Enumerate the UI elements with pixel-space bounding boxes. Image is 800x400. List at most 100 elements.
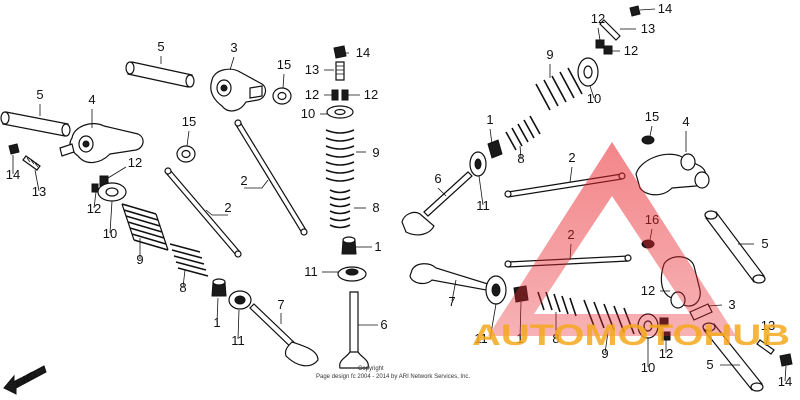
callout-13: 13 [32, 184, 46, 199]
callout-12: 12 [305, 87, 319, 102]
callout-12: 12 [659, 346, 673, 361]
callout-9: 9 [372, 145, 379, 160]
adjust-nut-14-left [8, 143, 20, 155]
callout-14: 14 [658, 1, 672, 16]
callout-14: 14 [778, 374, 792, 389]
callout-6: 6 [434, 171, 441, 186]
adjust-nut-14-center [333, 45, 347, 59]
callout-7: 7 [277, 297, 284, 312]
callout-12: 12 [591, 11, 605, 26]
callout-10: 10 [301, 106, 315, 121]
callout-11: 11 [231, 333, 245, 348]
valve-spring-8-left [169, 243, 209, 277]
callout-13: 13 [761, 318, 775, 333]
keeper-12-center [331, 89, 349, 101]
callout-4: 4 [682, 114, 689, 129]
callout-10: 10 [103, 226, 117, 241]
callout-1: 1 [486, 112, 493, 127]
callout-5: 5 [761, 236, 768, 251]
valve-spring-8-center [329, 189, 351, 229]
callout-4: 4 [88, 92, 95, 107]
valve-7-left [249, 303, 319, 367]
adjust-nut-14-right-bottom [779, 353, 793, 367]
stem-seal-1-right-top [487, 139, 503, 159]
rocker-shaft-top-left [125, 61, 195, 88]
callout-10: 10 [587, 91, 601, 106]
rocker-arm-3-left [210, 68, 267, 112]
callout-12: 12 [128, 155, 142, 170]
copyright-line2: Page design fc 2004 - 2014 by ARI Networ… [316, 374, 470, 380]
retainer-10-left [97, 182, 127, 202]
callout-1: 1 [213, 315, 220, 330]
watermark-triangle-logo [488, 142, 736, 336]
callout-8: 8 [552, 331, 559, 346]
retainer-10-center [326, 105, 354, 119]
callout-2: 2 [568, 150, 575, 165]
spring-seat-11-left [228, 290, 252, 310]
callout-5: 5 [157, 39, 164, 54]
pushrod-2-left-b [164, 167, 242, 258]
washer-15-left [176, 145, 196, 163]
callout-5: 5 [706, 357, 713, 372]
valve-6-right [401, 171, 473, 236]
valve-spring-9-right-top [535, 67, 583, 111]
callout-15: 15 [277, 57, 291, 72]
adjust-screw-13-center [335, 61, 345, 81]
valve-spring-8-right-top [505, 115, 541, 151]
fwd-label: FWD [14, 369, 39, 389]
callout-14: 14 [356, 45, 370, 60]
callout-12: 12 [624, 43, 638, 58]
callout-12: 12 [87, 201, 101, 216]
callout-13: 13 [641, 21, 655, 36]
adjust-screw-13-left [22, 155, 41, 171]
callout-9: 9 [546, 47, 553, 62]
spring-seat-11-right-top [469, 151, 487, 177]
callout-15: 15 [182, 114, 196, 129]
stem-seal-1-center [341, 236, 357, 255]
callout-5: 5 [36, 87, 43, 102]
callout-13: 13 [305, 62, 319, 77]
rocker-shaft-right-top [704, 210, 766, 284]
callout-9: 9 [601, 346, 608, 361]
callout-9: 9 [136, 252, 143, 267]
callout-11: 11 [476, 198, 490, 213]
callout-12: 12 [364, 87, 378, 102]
callout-8: 8 [179, 280, 186, 295]
rocker-arm-4-right [635, 153, 710, 196]
callout-12: 12 [641, 283, 655, 298]
adjust-screw-13-right-bottom [756, 339, 775, 355]
watermark-brand: AUTOMOTOHUB [472, 319, 790, 352]
copyright-block: Copyright Page design fc 2004 - 2014 by … [316, 366, 470, 380]
forward-arrow: FWD [3, 365, 47, 395]
callout-1: 1 [516, 331, 523, 346]
callout-2: 2 [224, 200, 231, 215]
adjust-screw-13-right-top [599, 19, 621, 41]
stem-seal-1-left [211, 278, 227, 297]
callout-3: 3 [728, 297, 735, 312]
callout-15: 15 [645, 109, 659, 124]
callout-3: 3 [230, 40, 237, 55]
adjust-nut-14-right-top [629, 5, 641, 17]
valve-7-right [409, 263, 489, 291]
callout-11: 11 [474, 331, 488, 346]
callout-11: 11 [304, 264, 318, 279]
callout-2: 2 [240, 173, 247, 188]
callout-1: 1 [374, 239, 381, 254]
valve-6-center [339, 291, 369, 369]
copyright-line1: Copyright [358, 366, 384, 372]
rocker-shaft-left [0, 111, 71, 137]
callout-6: 6 [380, 317, 387, 332]
callout-10: 10 [641, 360, 655, 375]
washer-15-right [641, 135, 655, 145]
rocker-arm-4-left [59, 123, 144, 164]
valve-spring-9-center [325, 129, 355, 182]
keeper-12-right-top [595, 39, 613, 55]
retainer-10-right-top [577, 57, 599, 87]
callout-14: 14 [6, 167, 20, 182]
pushrod-2-left-a [234, 119, 308, 236]
callout-8: 8 [517, 151, 524, 166]
spring-seat-11-right-bottom [485, 275, 507, 305]
spring-seat-11-center [337, 266, 367, 282]
valve-spring-9-left [121, 203, 169, 251]
